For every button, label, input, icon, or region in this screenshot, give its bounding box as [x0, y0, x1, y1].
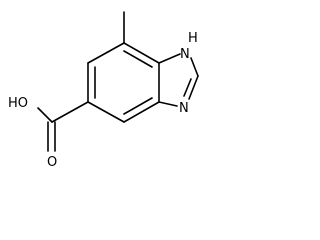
imidazole-bond-c-n-inner: [183, 78, 192, 97]
ring-bond-bottom-right: [123, 101, 160, 123]
imidazole-bond-nh-c: [190, 57, 199, 77]
ring-bond-top-right-inner: [123, 50, 153, 68]
imidazole-bond-c-nh: [158, 53, 181, 64]
imidazole-n-lower-label: N: [179, 101, 189, 116]
imidazole-bond-n-c: [158, 101, 178, 107]
ring-bond-bottom-left: [87, 101, 125, 123]
carboxyl-bond: [51, 101, 89, 123]
carbonyl-oxygen-label: O: [47, 155, 57, 170]
hydroxyl-label: HO: [8, 96, 28, 111]
chemical-structure: HO O H N N: [8, 11, 199, 170]
ring-bond-bottom-right-inner: [123, 97, 153, 115]
hydroxyl-bond: [37, 107, 53, 123]
imidazole-h-label: H: [188, 31, 198, 46]
imidazole-n-upper-label: N: [180, 47, 190, 62]
ring-bond-top-right: [123, 42, 160, 64]
ring-bond-top-left: [87, 42, 125, 64]
imidazole-bond-c-n: [188, 75, 199, 100]
